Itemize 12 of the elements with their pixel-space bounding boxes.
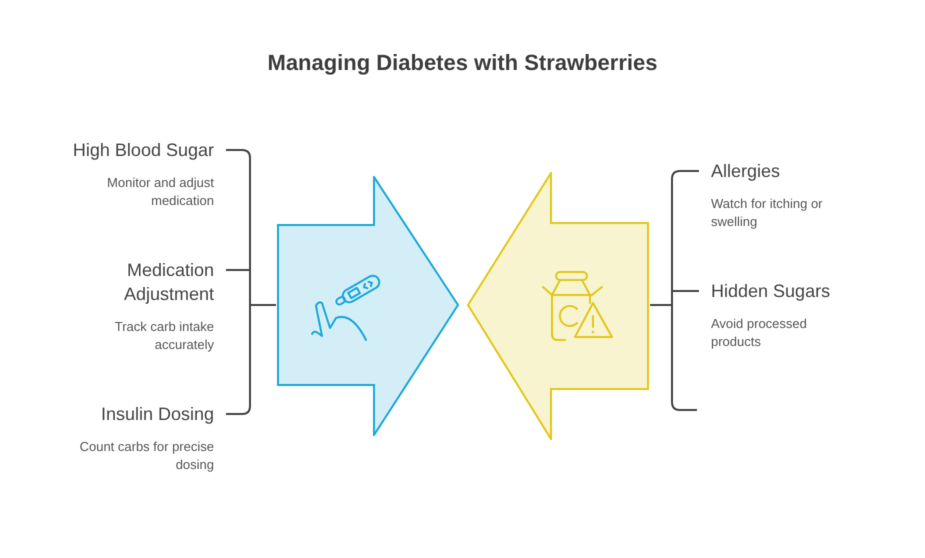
item-heading: High Blood Sugar: [72, 139, 214, 162]
item-heading: Insulin Dosing: [100, 403, 214, 426]
item-heading: Medication Adjustment: [122, 259, 214, 306]
item-description: Avoid processed products: [711, 315, 808, 351]
item-description: Track carb intake accurately: [114, 318, 214, 354]
item-description: Monitor and adjust medication: [106, 174, 214, 210]
diagram-title: Managing Diabetes with Strawberries: [268, 50, 658, 76]
item-heading: Hidden Sugars: [711, 280, 832, 303]
item-heading: Allergies: [711, 160, 782, 183]
bracket-connector: [650, 304, 697, 411]
item-description: Count carbs for precise dosing: [78, 438, 214, 474]
item-description: Watch for itching or swelling: [711, 195, 824, 231]
